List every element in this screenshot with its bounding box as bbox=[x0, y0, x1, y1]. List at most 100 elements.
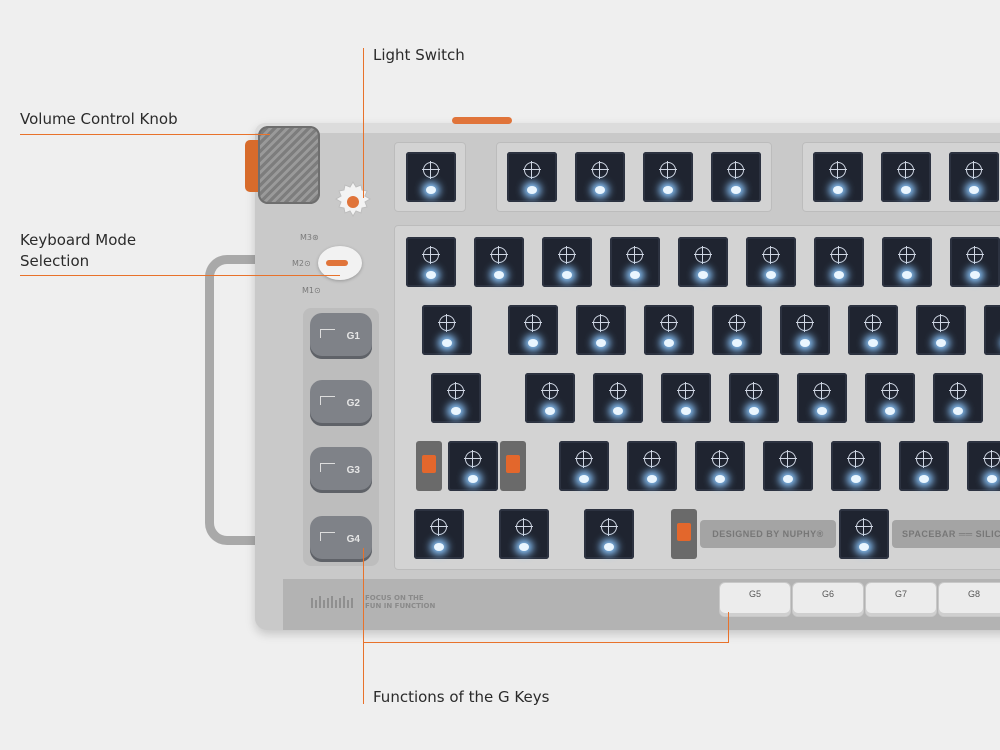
switch-mount-icon bbox=[659, 161, 677, 179]
g-keys-callout-line-horizontal bbox=[363, 642, 729, 643]
switch-mount-icon bbox=[524, 314, 542, 332]
key-switch bbox=[797, 373, 847, 423]
key-switch bbox=[695, 441, 745, 491]
key-switch bbox=[711, 152, 761, 202]
switch-mount-icon bbox=[523, 161, 541, 179]
led-light bbox=[426, 271, 436, 279]
tagline: FOCUS ON THE FUN IN FUNCTION bbox=[365, 594, 435, 610]
led-light bbox=[596, 339, 606, 347]
switch-mount-icon bbox=[422, 246, 440, 264]
led-light bbox=[783, 475, 793, 483]
led-light bbox=[545, 407, 555, 415]
g2-key[interactable]: G2 bbox=[310, 380, 372, 426]
switch-mount-icon bbox=[558, 246, 576, 264]
led-light bbox=[595, 186, 605, 194]
led-light bbox=[630, 271, 640, 279]
led-light bbox=[562, 271, 572, 279]
key-switch bbox=[763, 441, 813, 491]
switch-mount-icon bbox=[727, 161, 745, 179]
key-switch bbox=[729, 373, 779, 423]
key-switch bbox=[508, 305, 558, 355]
switch-mount-icon bbox=[626, 246, 644, 264]
key-switch bbox=[576, 305, 626, 355]
key-switch bbox=[431, 373, 481, 423]
light-switch-callout: Light Switch bbox=[373, 46, 465, 64]
mode-selector-dial[interactable] bbox=[318, 246, 362, 280]
key-switch bbox=[575, 152, 625, 202]
g7-key[interactable]: G7 bbox=[866, 583, 936, 616]
switch-stem bbox=[422, 455, 436, 473]
led-light bbox=[732, 339, 742, 347]
key-switch bbox=[406, 152, 456, 202]
key-switch bbox=[950, 237, 1000, 287]
g4-key[interactable]: G4 bbox=[310, 516, 372, 562]
led-light bbox=[519, 543, 529, 551]
led-light bbox=[527, 186, 537, 194]
key-switch bbox=[881, 152, 931, 202]
key-switch bbox=[813, 152, 863, 202]
switch-mount-icon bbox=[643, 450, 661, 468]
switch-mount-icon bbox=[711, 450, 729, 468]
switch-mount-icon bbox=[864, 314, 882, 332]
light-switch-gear-icon[interactable] bbox=[333, 180, 373, 220]
key-switch bbox=[899, 441, 949, 491]
volume-knob-callout-line bbox=[20, 134, 270, 135]
led-light bbox=[494, 271, 504, 279]
key-switch bbox=[865, 373, 915, 423]
led-light bbox=[919, 475, 929, 483]
switch-mount-icon bbox=[660, 314, 678, 332]
key-switch bbox=[422, 305, 472, 355]
stabilizer-switch bbox=[416, 441, 442, 491]
led-light bbox=[426, 186, 436, 194]
key-switch bbox=[746, 237, 796, 287]
mode-label-m3: M3⊛ bbox=[300, 233, 319, 242]
led-light bbox=[859, 543, 869, 551]
stabilizer-switch bbox=[500, 441, 526, 491]
tagline-line1: FOCUS ON THE bbox=[365, 594, 424, 602]
g4-key-label: G4 bbox=[346, 533, 360, 545]
switch-mount-icon bbox=[829, 161, 847, 179]
switch-mount-icon bbox=[830, 246, 848, 264]
led-light bbox=[834, 271, 844, 279]
keyboard-mode-callout-line1: Keyboard Mode bbox=[20, 231, 137, 249]
led-light bbox=[451, 407, 461, 415]
switch-mount-icon bbox=[796, 314, 814, 332]
key-switch bbox=[610, 237, 660, 287]
designed-by-bar: DESIGNED BY NUPHY® bbox=[700, 520, 836, 548]
switch-mount-icon bbox=[965, 161, 983, 179]
macro-icon bbox=[320, 532, 335, 541]
g3-key[interactable]: G3 bbox=[310, 447, 372, 493]
key-switch bbox=[643, 152, 693, 202]
switch-mount-icon bbox=[438, 314, 456, 332]
led-light bbox=[731, 186, 741, 194]
switch-mount-icon bbox=[983, 450, 1000, 468]
key-switch bbox=[406, 237, 456, 287]
macro-icon bbox=[320, 329, 335, 338]
led-light bbox=[681, 407, 691, 415]
led-light bbox=[901, 186, 911, 194]
brand-logo-icon bbox=[311, 596, 353, 608]
key-switch bbox=[448, 441, 498, 491]
macro-icon bbox=[320, 463, 335, 472]
g8-key[interactable]: G8 bbox=[939, 583, 1000, 616]
switch-stem bbox=[506, 455, 520, 473]
led-light bbox=[434, 543, 444, 551]
key-switch bbox=[678, 237, 728, 287]
g5-key[interactable]: G5 bbox=[720, 583, 790, 616]
led-light bbox=[800, 339, 810, 347]
switch-stem bbox=[677, 523, 691, 541]
led-light bbox=[664, 339, 674, 347]
switch-mount-icon bbox=[490, 246, 508, 264]
key-switch bbox=[584, 509, 634, 559]
g6-key[interactable]: G6 bbox=[793, 583, 863, 616]
switch-mount-icon bbox=[592, 314, 610, 332]
switch-mount-icon bbox=[515, 518, 533, 536]
key-switch bbox=[593, 373, 643, 423]
switch-mount-icon bbox=[591, 161, 609, 179]
volume-knob[interactable] bbox=[258, 126, 320, 204]
switch-mount-icon bbox=[855, 518, 873, 536]
key-switch bbox=[499, 509, 549, 559]
g1-key[interactable]: G1 bbox=[310, 313, 372, 359]
switch-mount-icon bbox=[897, 161, 915, 179]
led-light bbox=[528, 339, 538, 347]
